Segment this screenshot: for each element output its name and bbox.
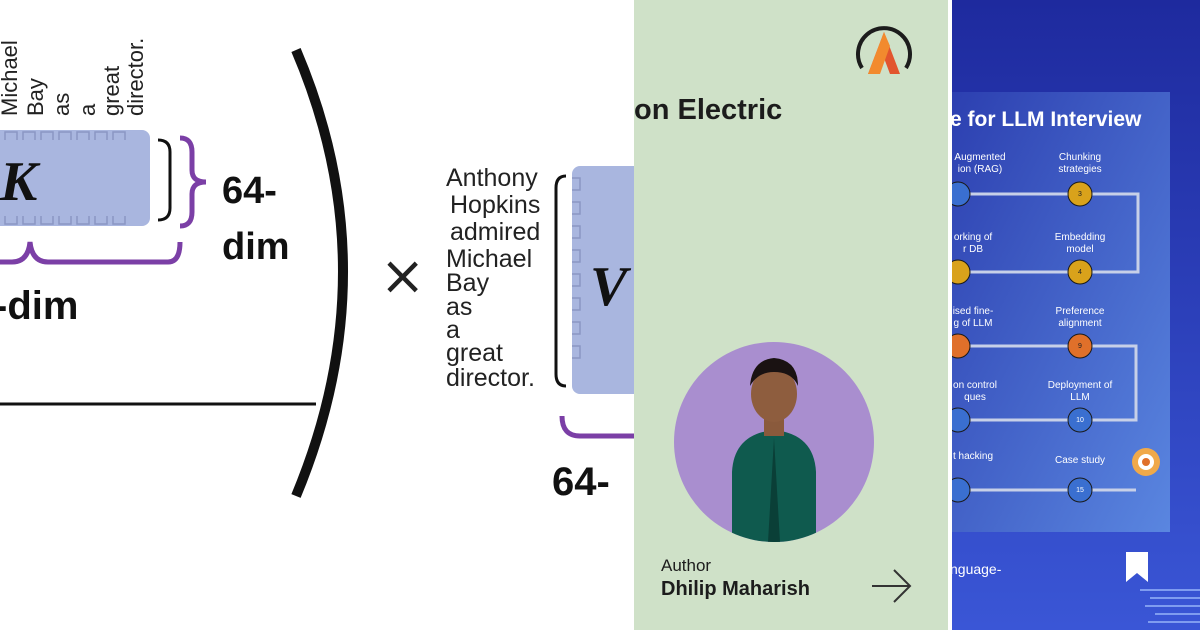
author-name[interactable]: Dhilip Maharish	[661, 578, 810, 600]
roadmap-node-label: Case study	[1054, 455, 1106, 466]
slide-footer-text: nguage-	[950, 561, 1002, 577]
roadmap-node-number: 9	[1078, 343, 1082, 350]
attention-shapes	[0, 48, 634, 498]
value-word: admired	[450, 218, 541, 246]
value-word: Anthony	[446, 164, 538, 192]
roadmap-node-label: Preference alignment	[1055, 306, 1105, 329]
roadmap-node-number: 3	[1078, 191, 1082, 198]
value-word: director.	[446, 364, 535, 392]
roadmap-node-label: Embedding model	[1054, 232, 1106, 255]
roadmap-node-number: 10	[1076, 417, 1084, 424]
times-symbol: ×	[380, 244, 426, 307]
roadmap-node-label: Augmented ion (RAG)	[954, 152, 1006, 175]
value-word: great	[446, 339, 503, 367]
bottom-dim-label: -dim	[0, 284, 79, 328]
target-icon	[1132, 448, 1160, 476]
logo-icon	[856, 26, 912, 74]
k-dim-brace	[179, 135, 207, 229]
article-card[interactable]: on Electric Author Dhilip Maharish	[634, 0, 950, 630]
attention-diagram-panel: Michael Bay as a great director. K 64- d…	[0, 37, 634, 504]
roadmap-node-label: Deployment of LLM	[1047, 380, 1113, 403]
value-word: Michael	[446, 245, 533, 273]
roadmap-node-label: orking of r DB	[953, 232, 993, 255]
person-illustration	[732, 358, 816, 542]
llm-slide-panel: e for LLM Interview Augmented ion (RAG) …	[950, 0, 1200, 630]
value-word: Hopkins	[450, 191, 541, 219]
matrix-k-label: K	[0, 151, 38, 213]
k-matrix	[0, 130, 150, 226]
roadmap-node-label: on control ques	[953, 380, 997, 403]
slide-background	[950, 0, 1200, 630]
value-word: a	[446, 316, 460, 344]
v-matrix-ticks	[572, 177, 581, 359]
v-dim-label: 64-	[552, 460, 610, 504]
roadmap-node-number: 4	[1078, 269, 1082, 276]
roadmap-node-number: 15	[1076, 487, 1084, 494]
k-dim-line2: dim	[222, 226, 290, 268]
author-photo	[674, 342, 874, 542]
value-word: Bay	[446, 269, 490, 297]
arrow-right-icon[interactable]	[870, 566, 914, 606]
v-matrix	[572, 166, 634, 394]
value-word: as	[446, 293, 473, 321]
k-bracket	[157, 138, 172, 222]
big-paren	[291, 48, 348, 498]
roadmap-node-label: ised fine- g of LLM	[952, 306, 994, 329]
article-title[interactable]: on Electric	[634, 94, 783, 126]
k-matrix-ticks	[4, 131, 126, 225]
v-bracket	[554, 174, 567, 388]
matrix-v-label: V	[590, 256, 628, 318]
k-width-brace	[0, 241, 183, 265]
author-caption: Author	[661, 556, 712, 575]
bookmark-icon	[1126, 552, 1148, 582]
k-dim-line1: 64-	[222, 170, 277, 212]
panel-divider	[948, 0, 952, 630]
slide-title: e for LLM Interview	[950, 108, 1142, 131]
roadmap-node-label: Chunking strategies	[1058, 152, 1102, 175]
v-width-brace	[559, 415, 634, 439]
roadmap-node-label: t hacking	[952, 451, 994, 462]
